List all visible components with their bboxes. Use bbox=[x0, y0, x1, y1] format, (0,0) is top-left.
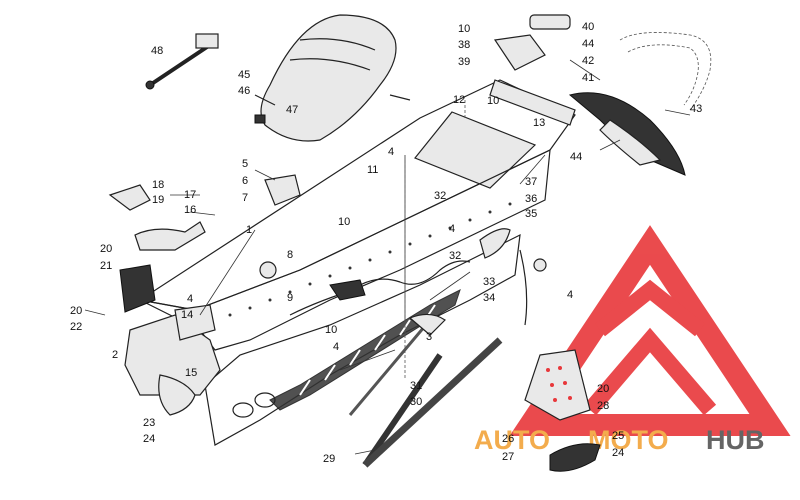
callout-34: 34 bbox=[483, 292, 495, 304]
callout-4: 4 bbox=[567, 289, 573, 301]
callout-20: 20 bbox=[100, 243, 112, 255]
leader-lines bbox=[84, 59, 691, 455]
callout-24: 24 bbox=[612, 447, 624, 459]
callout-21: 21 bbox=[100, 260, 112, 272]
seat-assembly bbox=[254, 14, 411, 142]
callout-10: 10 bbox=[458, 23, 470, 35]
callout-labels: 1 2 3 4 4 4 4 4 5 6 7 8 9 10 10 10 10 11… bbox=[70, 21, 702, 465]
callout-15: 15 bbox=[185, 367, 197, 379]
callout-25: 25 bbox=[612, 430, 624, 442]
callout-45: 45 bbox=[238, 69, 250, 81]
throttle-part-48 bbox=[145, 33, 219, 90]
callout-44: 44 bbox=[582, 38, 594, 50]
callout-4: 4 bbox=[449, 223, 455, 235]
callout-42: 42 bbox=[582, 55, 594, 67]
callout-32: 32 bbox=[434, 190, 446, 202]
callout-28: 28 bbox=[597, 400, 609, 412]
callout-4: 4 bbox=[187, 293, 193, 305]
callout-14: 14 bbox=[181, 309, 193, 321]
callout-23: 23 bbox=[143, 417, 155, 429]
callout-38: 38 bbox=[458, 39, 470, 51]
callout-3: 3 bbox=[426, 331, 432, 343]
logo-text-moto: MOTO bbox=[588, 425, 669, 455]
callout-11: 11 bbox=[367, 164, 378, 176]
right-side-parts bbox=[329, 228, 547, 468]
callout-20: 20 bbox=[70, 305, 82, 317]
callout-30: 30 bbox=[410, 396, 422, 408]
callout-6: 6 bbox=[242, 175, 248, 187]
callout-16: 16 bbox=[184, 204, 196, 216]
callout-5: 5 bbox=[242, 158, 248, 170]
logo-text-hub: HUB bbox=[706, 425, 765, 455]
callout-1: 1 bbox=[246, 224, 252, 236]
callout-4: 4 bbox=[388, 146, 394, 158]
callout-32: 32 bbox=[449, 250, 461, 262]
left-front-parts bbox=[108, 174, 301, 416]
callout-37: 37 bbox=[525, 176, 537, 188]
callout-41: 41 bbox=[582, 72, 594, 84]
callout-26: 26 bbox=[502, 433, 514, 445]
callout-10: 10 bbox=[338, 216, 350, 228]
callout-17: 17 bbox=[184, 189, 196, 201]
callout-36: 36 bbox=[525, 193, 537, 205]
chassis-tunnel bbox=[124, 79, 576, 446]
callout-47: 47 bbox=[286, 104, 298, 116]
callout-24: 24 bbox=[143, 433, 155, 445]
callout-8: 8 bbox=[287, 249, 293, 261]
callout-35: 35 bbox=[525, 208, 537, 220]
automotohub-logo: AUTO MOTO HUB bbox=[474, 225, 791, 455]
rear-rail-13 bbox=[489, 79, 576, 126]
callout-31: 31 bbox=[410, 380, 422, 392]
callout-19: 19 bbox=[152, 194, 164, 206]
callout-44: 44 bbox=[570, 151, 582, 163]
callout-9: 9 bbox=[287, 292, 293, 304]
running-board bbox=[524, 349, 601, 472]
callout-4: 4 bbox=[333, 341, 339, 353]
callout-10: 10 bbox=[325, 324, 337, 336]
grab-handle bbox=[493, 14, 571, 71]
callout-29: 29 bbox=[323, 453, 335, 465]
callout-39: 39 bbox=[458, 56, 470, 68]
callout-43: 43 bbox=[690, 103, 702, 115]
callout-20: 20 bbox=[597, 383, 609, 395]
logo-text-auto: AUTO bbox=[474, 425, 550, 455]
callout-48: 48 bbox=[151, 45, 163, 57]
callout-7: 7 bbox=[242, 192, 248, 204]
callout-33: 33 bbox=[483, 276, 495, 288]
callout-12: 12 bbox=[453, 94, 465, 106]
callout-13: 13 bbox=[533, 117, 545, 129]
callout-27: 27 bbox=[502, 451, 514, 463]
callout-18: 18 bbox=[152, 179, 164, 191]
callout-2: 2 bbox=[112, 349, 118, 361]
rear-bumper bbox=[619, 32, 712, 111]
callout-40: 40 bbox=[582, 21, 594, 33]
callout-10: 10 bbox=[487, 95, 499, 107]
snow-flap bbox=[568, 92, 686, 176]
callout-22: 22 bbox=[70, 321, 82, 333]
callout-46: 46 bbox=[238, 85, 250, 97]
